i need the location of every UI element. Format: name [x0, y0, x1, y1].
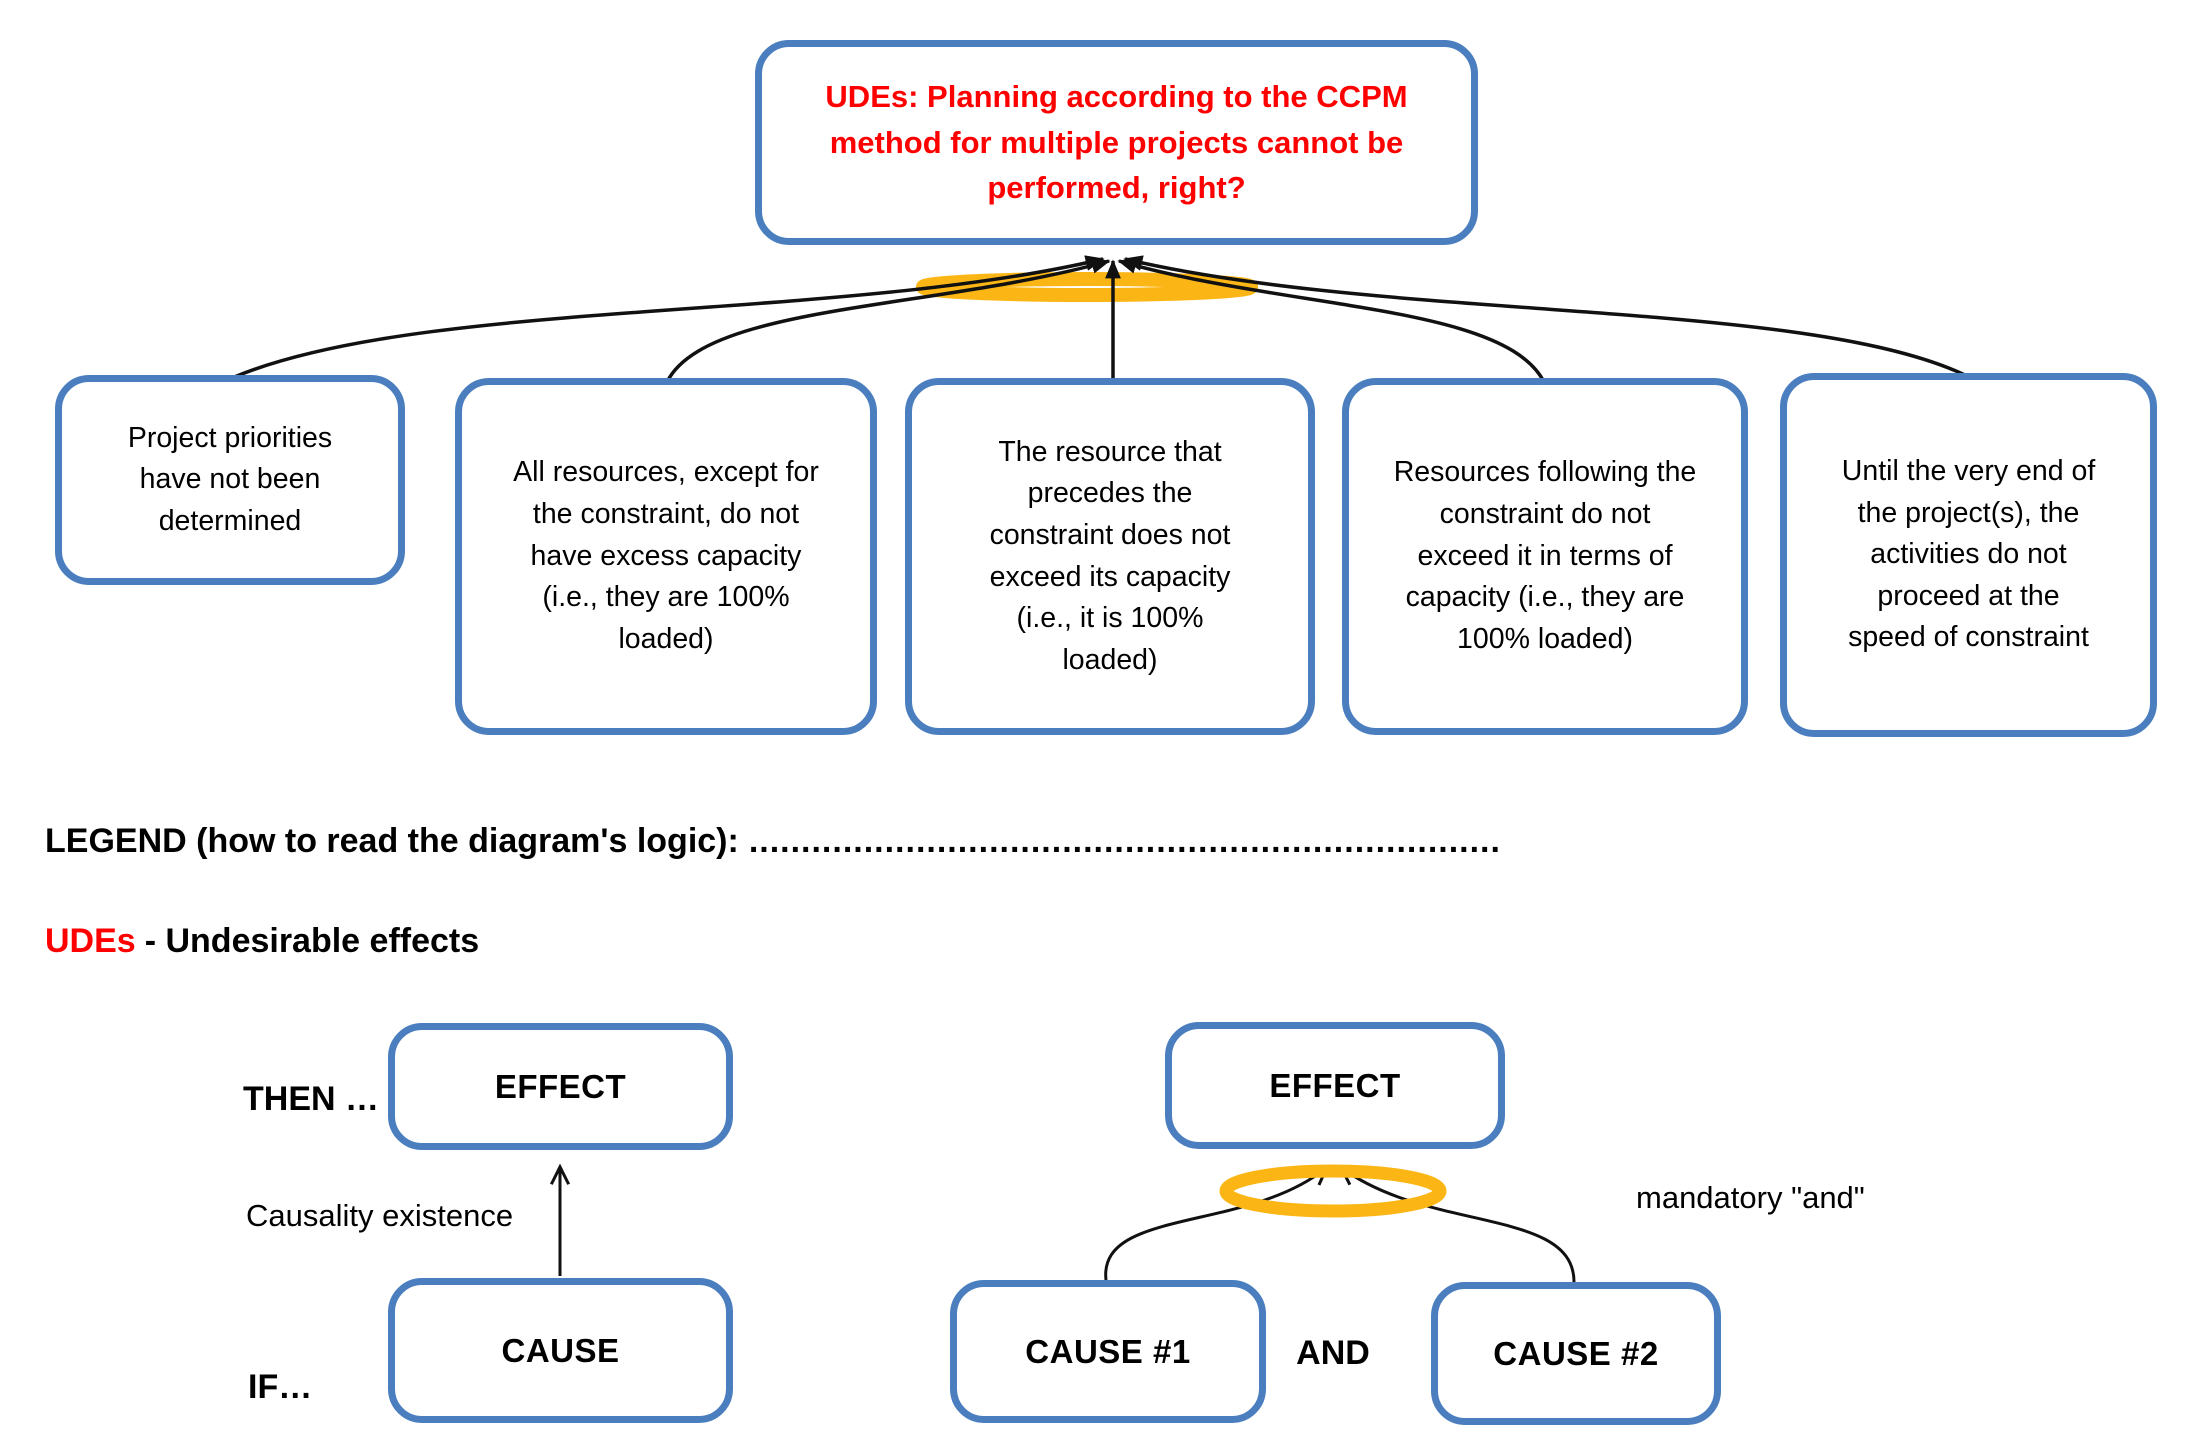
causality-label: Causality existence	[246, 1198, 514, 1233]
effect-box-simple: EFFECT	[388, 1023, 733, 1150]
connector-cause1-and	[1104, 1165, 1330, 1281]
connector-cause4-root	[1117, 258, 1547, 385]
mandatory-and-label: mandatory "and"	[1636, 1180, 1865, 1215]
legend-heading-text: LEGEND (how to read the diagram's logic)…	[45, 822, 739, 860]
cause2-box: CAUSE #2	[1431, 1282, 1721, 1425]
and-junction-ring	[1219, 1164, 1447, 1218]
connector-cause1-root	[231, 255, 1105, 380]
ude-root-box: UDEs: Planning according to the CCPM met…	[755, 40, 1478, 245]
and-label: AND	[1296, 1334, 1370, 1372]
udes-definition: UDEs- Undesirable effects	[45, 922, 479, 961]
connector-cause2-root	[664, 258, 1111, 385]
legend-dots: ........................................…	[748, 822, 1501, 860]
cause-box-simple: CAUSE	[388, 1278, 733, 1423]
cause-box-3: The resource that precedes the constrain…	[905, 378, 1315, 735]
then-label: THEN …	[243, 1080, 379, 1118]
connector-cause5-root	[1123, 255, 1970, 379]
cause1-box: CAUSE #1	[950, 1280, 1266, 1423]
if-label: IF…	[248, 1368, 313, 1406]
cause-box-1: Project priorities have not been determi…	[55, 375, 405, 585]
connector-cause2-and	[1338, 1165, 1576, 1283]
cause-box-2: All resources, except for the constraint…	[455, 378, 877, 735]
udes-term: UDEs	[45, 922, 136, 960]
effect-box-and: EFFECT	[1165, 1022, 1505, 1149]
cause-box-5: Until the very end of the project(s), th…	[1780, 373, 2157, 737]
legend-heading: LEGEND (how to read the diagram's logic)…	[45, 822, 1501, 861]
cause-box-4: Resources following the constraint do no…	[1342, 378, 1748, 735]
udes-rest: - Undesirable effects	[144, 922, 480, 960]
